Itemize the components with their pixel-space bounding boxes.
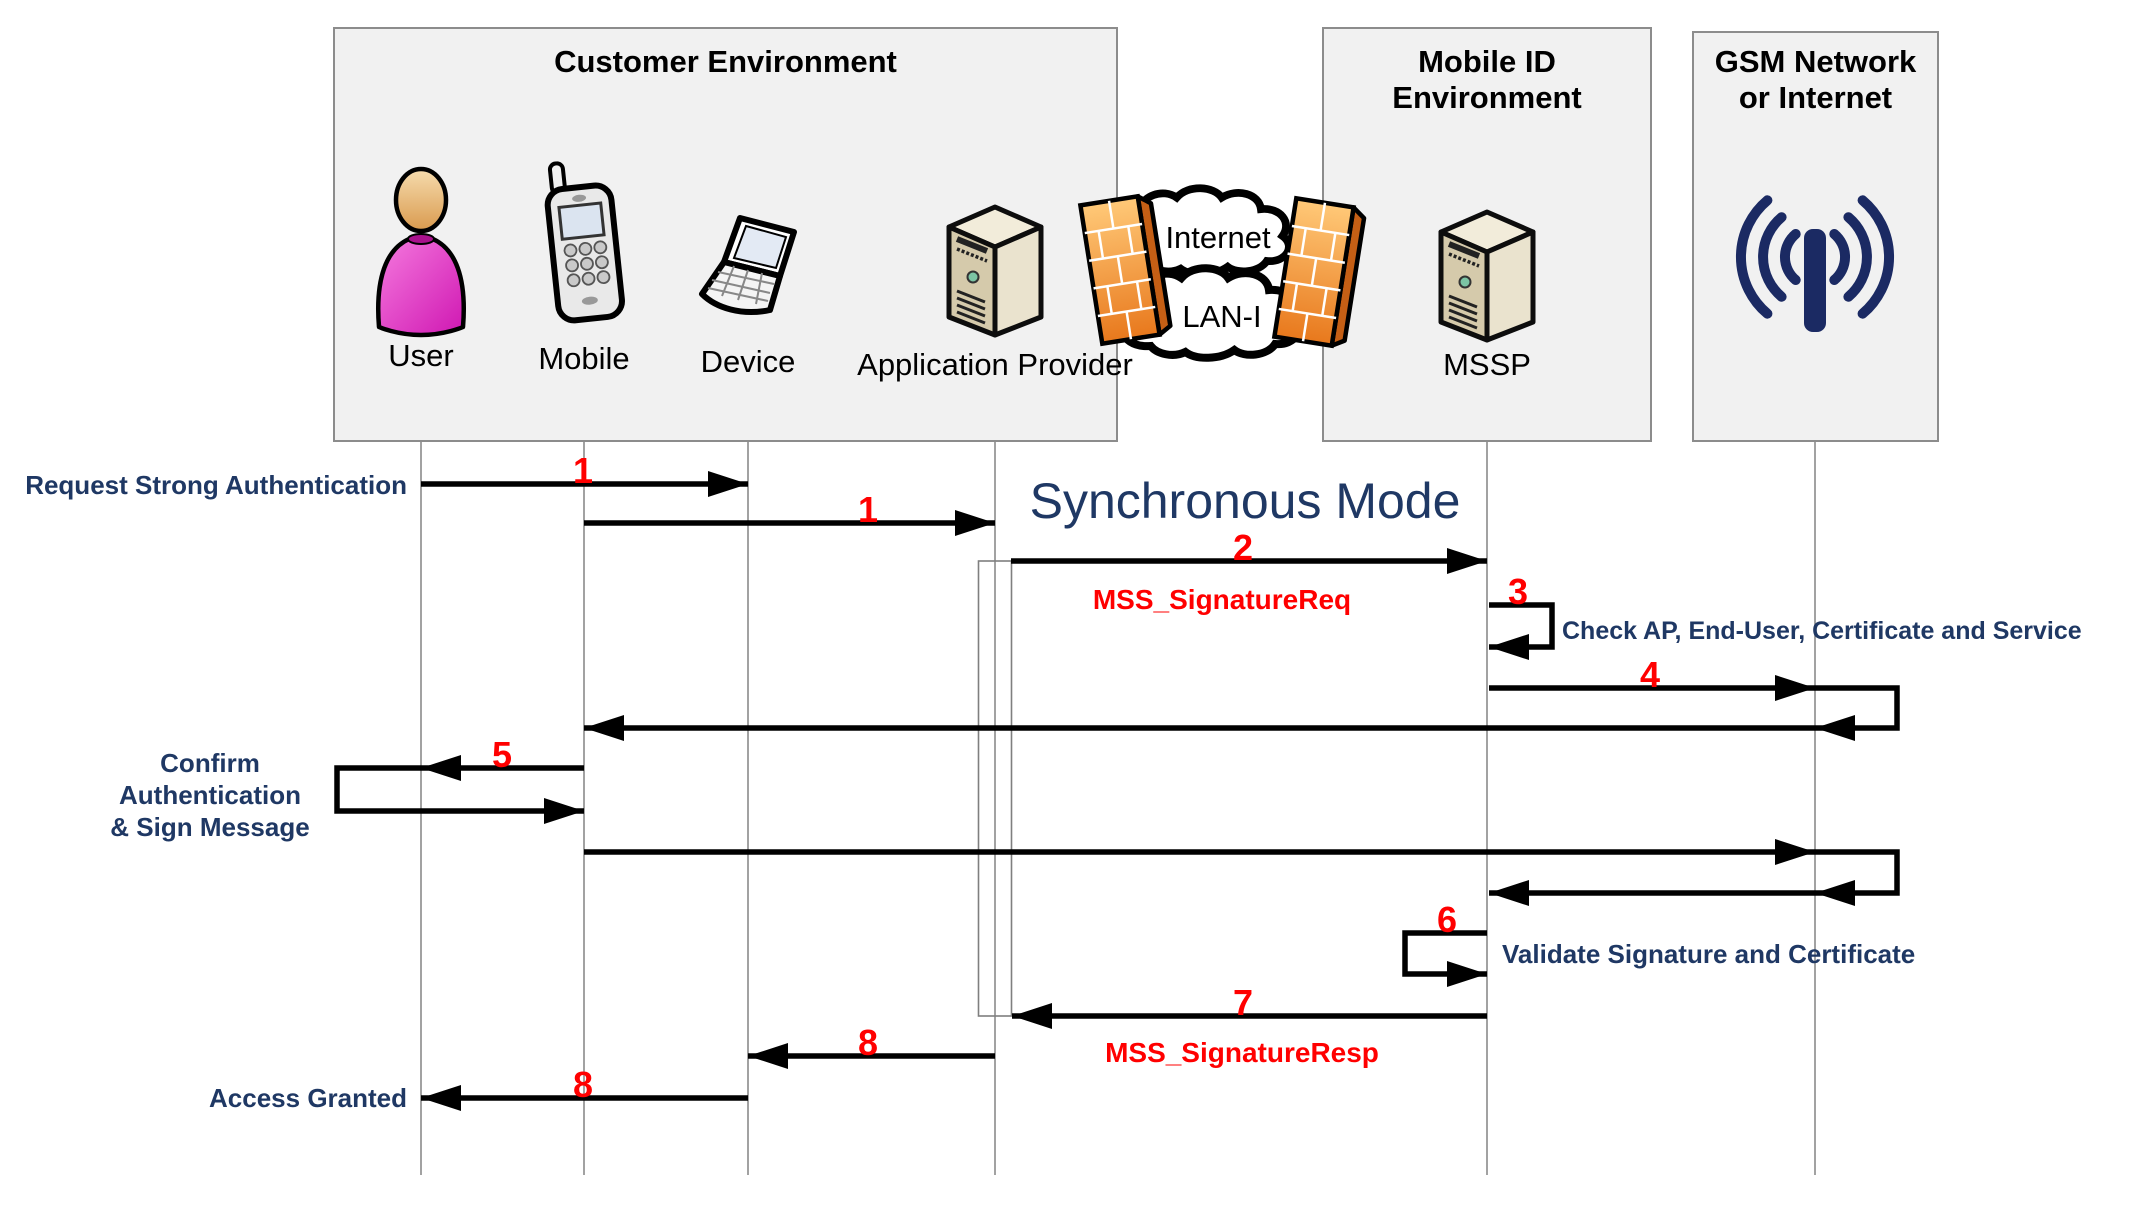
mobile-phone-icon: [544, 161, 625, 324]
step-5: 5: [491, 734, 513, 775]
actor-label-application-provider: Application Provider: [857, 347, 1133, 382]
actor-label-user: User: [388, 338, 454, 373]
actor-label-device: Device: [700, 344, 796, 379]
label-validate-signature: Validate Signature and Certificate: [1502, 939, 1916, 969]
laptop-icon: [699, 215, 797, 316]
step-1a: 1: [572, 450, 594, 491]
step-6: 6: [1436, 899, 1458, 940]
diagram-title: Synchronous Mode: [1029, 473, 1461, 529]
label-mss-signature-resp: MSS_SignatureResp: [1105, 1037, 1379, 1068]
step-4: 4: [1639, 654, 1661, 695]
step-1b: 1: [857, 489, 879, 530]
label-confirm-line3: & Sign Message: [110, 812, 310, 842]
label-check-ap: Check AP, End-User, Certificate and Serv…: [1562, 617, 2082, 645]
arrow-6-mssp-self-loop: [1402, 930, 1487, 987]
step-2: 2: [1232, 527, 1254, 568]
arrow-5-user-confirm-loop: [334, 765, 584, 824]
activation-bar-application-provider: [977, 560, 1013, 1017]
label-mss-signature-req: MSS_SignatureReq: [1092, 584, 1352, 615]
step-3: 3: [1507, 571, 1529, 612]
label-access-granted: Access Granted: [209, 1083, 407, 1113]
step-8b: 8: [572, 1064, 594, 1105]
customer-environment-title: Customer Environment: [554, 44, 897, 79]
arrow-4-gsm-uturn: [1815, 685, 1900, 741]
actor-label-mobile: Mobile: [538, 341, 630, 376]
label-confirm-line1: Confirm: [160, 748, 260, 778]
label-confirm-line2: Authentication: [119, 780, 301, 810]
gsm-network-title-line2: or Internet: [1738, 80, 1893, 115]
step-7: 7: [1232, 982, 1254, 1023]
user-icon: [376, 166, 466, 338]
mobile-id-environment-title: Mobile ID Environment: [1392, 44, 1582, 115]
actor-label-mssp: MSSP: [1443, 347, 1531, 382]
network-clouds: [1040, 184, 1400, 362]
step-8a: 8: [857, 1022, 879, 1063]
gsm-network-title-line1: GSM Network: [1714, 44, 1917, 79]
label-confirm-authentication: Confirm Authentication & Sign Message: [60, 747, 360, 843]
gsm-antenna-icon: [1736, 195, 1894, 332]
gsm-network-box: GSM Network or Internet: [1692, 31, 1939, 442]
internet-cloud-label: Internet: [1165, 220, 1271, 255]
arrow-3-mssp-self-loop: [1489, 602, 1555, 660]
lan-cloud-label: LAN-I: [1182, 299, 1262, 334]
arrow-gsm-uturn-2: [1815, 849, 1900, 906]
label-request-strong-authentication: Request Strong Authentication: [25, 470, 407, 500]
